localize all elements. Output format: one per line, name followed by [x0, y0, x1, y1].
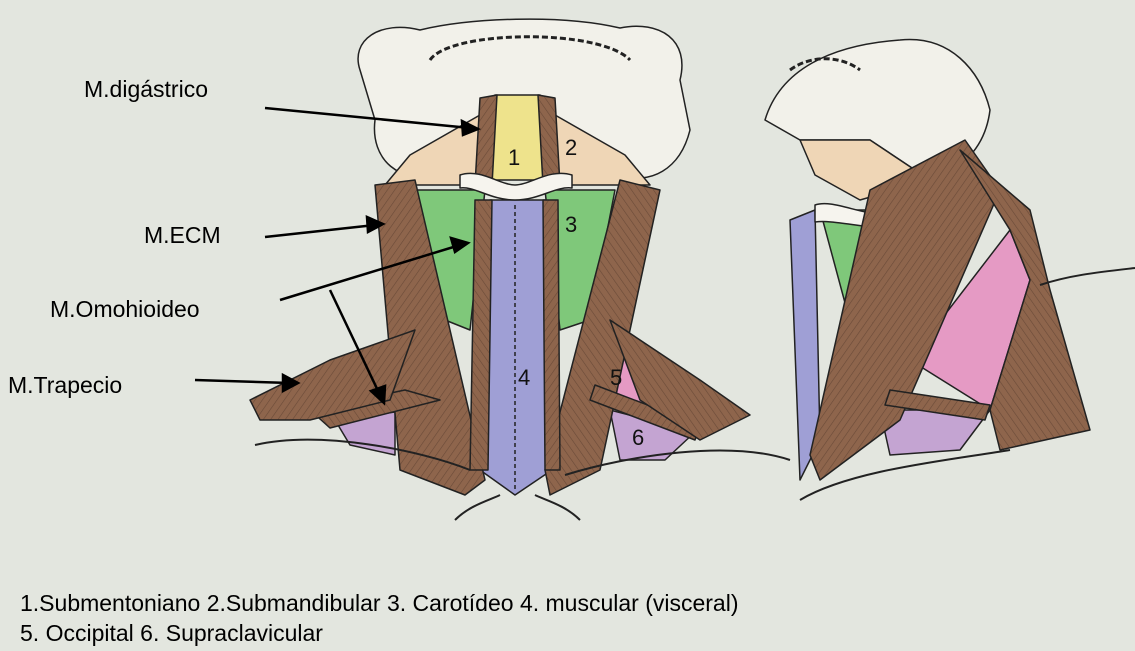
sternum-outline — [455, 495, 580, 520]
region-number-2: 2 — [565, 135, 577, 160]
arrow-trapecio — [195, 380, 290, 383]
front-view — [250, 19, 790, 520]
region-number-1: 1 — [508, 145, 520, 170]
region-number-5: 5 — [610, 365, 622, 390]
label-omohioideo: M.Omohioideo — [50, 296, 200, 323]
label-ecm: M.ECM — [144, 222, 221, 249]
legend-line-2: 5. Occipital 6. Supraclavicular — [20, 620, 323, 647]
region-number-3: 3 — [565, 212, 577, 237]
region-number-6: 6 — [632, 425, 644, 450]
label-digastrico: M.digástrico — [84, 76, 208, 103]
region-number-4: 4 — [518, 365, 530, 390]
strap-muscle-right — [543, 200, 560, 470]
label-trapecio: M.Trapecio — [8, 372, 122, 399]
arrow-ecm — [265, 225, 375, 237]
legend-line-1: 1.Submentoniano 2.Submandibular 3. Carot… — [20, 590, 739, 617]
side-view — [765, 40, 1135, 500]
